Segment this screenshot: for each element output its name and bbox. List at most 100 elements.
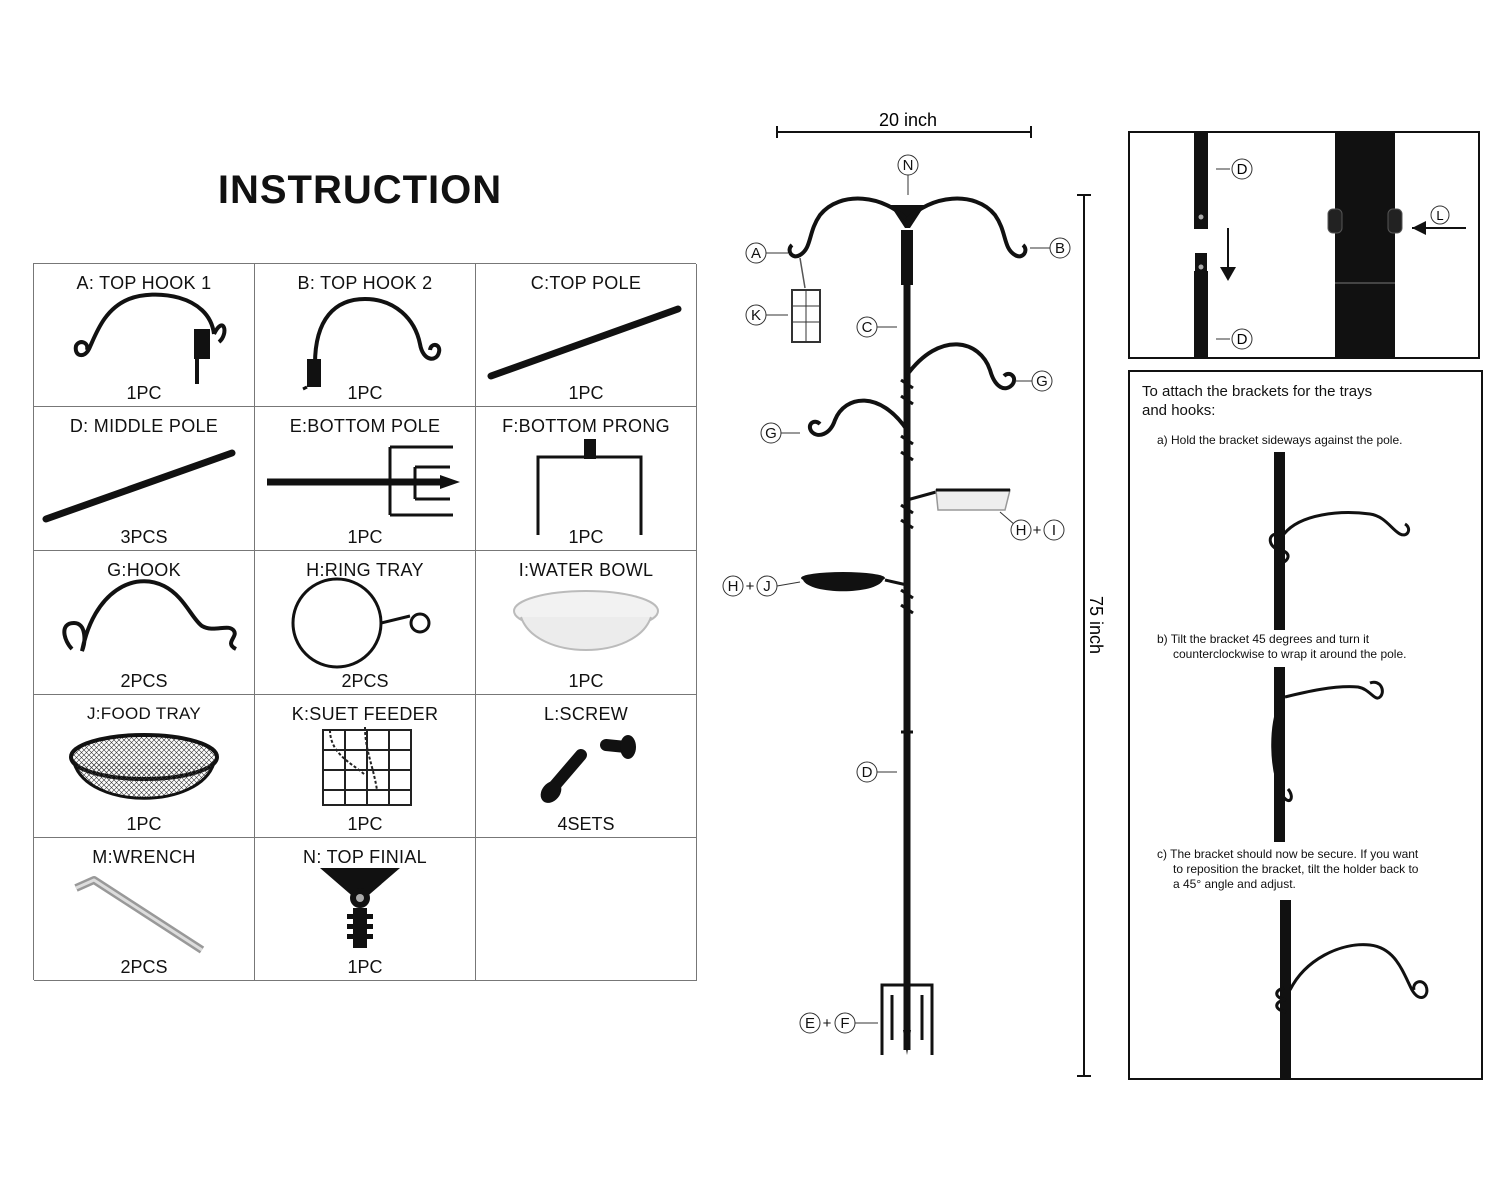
part-qty: 2PCS — [120, 957, 168, 977]
bracket-instructions-panel: To attach the brackets for the trays and… — [1128, 370, 1483, 1080]
hook-g-right — [905, 342, 1017, 391]
part-qty: 1PC — [126, 383, 162, 403]
callout-plus-hj: + — [746, 578, 755, 595]
callout-l: L — [1436, 208, 1443, 223]
callout-d-lower: D — [1237, 331, 1248, 348]
ring-tray-icon — [291, 577, 431, 669]
bottom-prong — [880, 983, 934, 1055]
part-qty: 1PC — [568, 383, 604, 403]
top-finial-icon — [320, 868, 400, 948]
callout-a: A — [751, 245, 761, 262]
screw-icon — [540, 735, 636, 803]
step-c-line-1: c) The bracket should now be secure. If … — [1157, 847, 1419, 861]
part-qty: 1PC — [347, 957, 383, 977]
bottom-prong-icon — [536, 439, 643, 535]
part-name: H:RING TRAY — [306, 560, 424, 580]
part-name: N: TOP FINIAL — [303, 847, 427, 867]
pole-joint-illustration: D D L — [1194, 133, 1466, 357]
part-qty: 1PC — [568, 527, 604, 547]
part-qty: 1PC — [347, 527, 383, 547]
empty-cell — [476, 838, 697, 981]
height-label: 75 inch — [1086, 596, 1106, 654]
callout-g-right: G — [1036, 373, 1048, 390]
part-cell-ring-tray: H:RING TRAY 2PCS — [255, 551, 476, 695]
part-cell-screw: L:SCREW 4SETS — [476, 695, 697, 838]
step-b-line-1: b) Tilt the bracket 45 degrees and turn … — [1157, 632, 1370, 646]
step-a-line: a) Hold the bracket sideways against the… — [1157, 433, 1403, 447]
part-qty: 4SETS — [557, 814, 615, 834]
part-name: C:TOP POLE — [530, 273, 642, 293]
part-qty: 2PCS — [120, 671, 168, 691]
page-title: INSTRUCTION — [217, 168, 503, 212]
part-name: D: MIDDLE POLE — [69, 416, 219, 436]
callout-j: J — [763, 578, 771, 595]
callout-f: F — [840, 1015, 849, 1032]
heading-line-2: and hooks: — [1142, 402, 1216, 419]
parts-table: A: TOP HOOK 1 1PC B: TOP HOOK 2 1PC C:TO… — [33, 263, 697, 981]
callout-h-bottom: H — [728, 578, 739, 595]
heading-line-1: To attach the brackets for the trays — [1142, 383, 1373, 400]
callout-c: C — [862, 319, 873, 336]
part-cell-hook: G:HOOK 2PCS — [34, 551, 255, 695]
part-name: B: TOP HOOK 2 — [297, 273, 433, 293]
callout-d-upper: D — [1237, 161, 1248, 178]
suet-feeder-icon — [322, 726, 412, 806]
top-hook-1-icon — [73, 292, 227, 384]
step-b-line-2: counterclockwise to wrap it around the p… — [1173, 647, 1407, 661]
callout-e: E — [805, 1015, 815, 1032]
part-name: M:WRENCH — [92, 847, 196, 867]
part-name: F:BOTTOM PRONG — [502, 416, 670, 436]
part-cell-middle-pole: D: MIDDLE POLE 3PCS — [34, 407, 255, 551]
top-pole-icon — [487, 305, 682, 380]
part-name: I:WATER BOWL — [518, 560, 654, 580]
water-bowl-on-ring — [935, 489, 1011, 511]
part-name: G:HOOK — [107, 560, 181, 580]
part-cell-bottom-prong: F:BOTTOM PRONG 1PC — [476, 407, 697, 551]
part-cell-food-tray: J:FOOD TRAY 1PC — [34, 695, 255, 838]
top-hook-b — [905, 196, 1028, 259]
part-name: K:SUET FEEDER — [291, 704, 439, 724]
step-a-illustration — [1268, 452, 1411, 630]
part-name: L:SCREW — [543, 704, 629, 724]
part-cell-bottom-pole: E:BOTTOM POLE 1PC — [255, 407, 476, 551]
callout-h-top: H — [1016, 522, 1027, 539]
bracket-instructions-heading: To attach the brackets for the trays and… — [1142, 382, 1372, 420]
pole-joint-detail: D D L — [1128, 131, 1480, 359]
part-qty: 1PC — [126, 814, 162, 834]
callout-plus-hi: + — [1033, 522, 1042, 539]
part-qty: 3PCS — [120, 527, 168, 547]
hook-g-left — [807, 398, 909, 437]
step-c-illustration — [1275, 900, 1429, 1078]
part-qty: 1PC — [347, 814, 383, 834]
callout-n: N — [903, 157, 914, 174]
hook-icon — [62, 579, 238, 652]
part-cell-top-hook-2: B: TOP HOOK 2 1PC — [255, 264, 476, 407]
step-c-text: c) The bracket should now be secure. If … — [1157, 847, 1418, 892]
part-cell-wrench: M:WRENCH 2PCS — [34, 838, 255, 981]
callout-b: B — [1055, 240, 1065, 257]
top-hook-a — [787, 196, 909, 259]
middle-pole-icon — [42, 449, 236, 523]
step-c-line-2: to reposition the bracket, tilt the hold… — [1173, 862, 1419, 876]
part-cell-suet-feeder: K:SUET FEEDER 1PC — [255, 695, 476, 838]
part-name: A: TOP HOOK 1 — [76, 273, 212, 293]
step-a-text: a) Hold the bracket sideways against the… — [1157, 433, 1402, 448]
top-hook-2-icon — [302, 296, 442, 391]
part-cell-top-hook-1: A: TOP HOOK 1 1PC — [34, 264, 255, 407]
part-cell-water-bowl: I:WATER BOWL 1PC — [476, 551, 697, 695]
step-c-line-3: a 45° angle and adjust. — [1173, 877, 1296, 891]
part-qty: 2PCS — [341, 671, 389, 691]
wrench-icon — [74, 876, 205, 954]
step-b-illustration — [1271, 667, 1384, 842]
part-name: E:BOTTOM POLE — [289, 416, 441, 436]
part-qty: 1PC — [568, 671, 604, 691]
callout-i: I — [1052, 522, 1056, 539]
part-name: J:FOOD TRAY — [86, 704, 202, 723]
callout-plus-ef: + — [823, 1015, 832, 1032]
callout-k: K — [751, 307, 761, 324]
water-bowl-icon — [513, 590, 659, 651]
callout-d: D — [862, 764, 873, 781]
bottom-pole-icon — [267, 445, 460, 517]
food-tray-icon — [69, 733, 219, 800]
callout-g-left: G — [765, 425, 777, 442]
